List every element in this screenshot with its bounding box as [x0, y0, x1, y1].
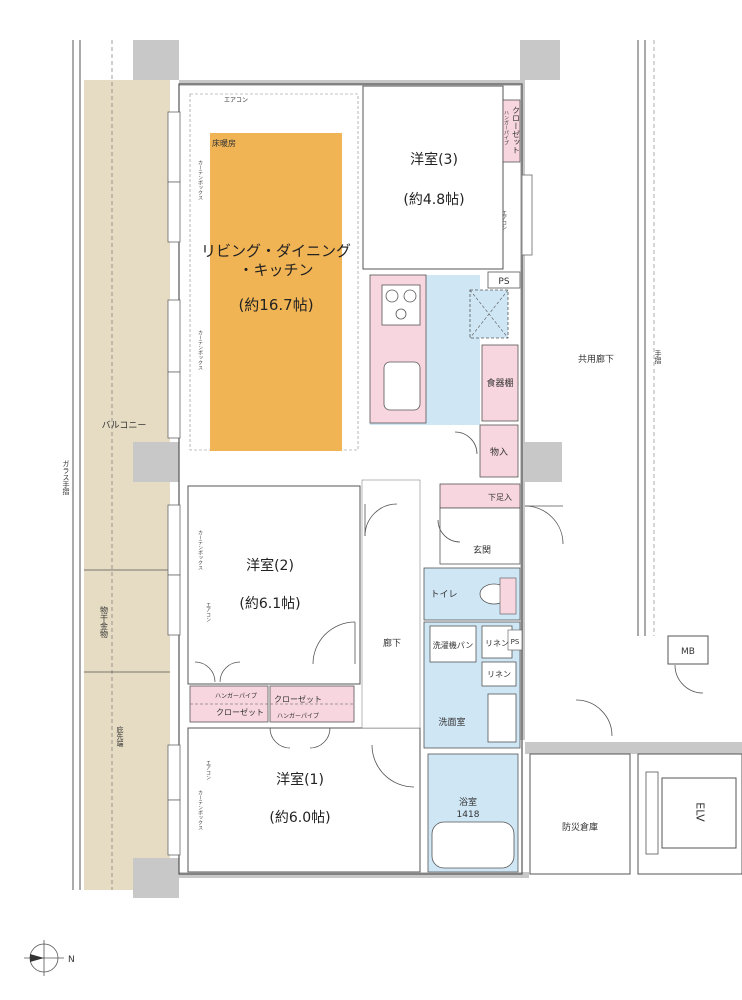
room-2 [187, 485, 361, 685]
ps2-label: PS [511, 638, 520, 646]
laundry-rack-label: 物干金物 [100, 605, 109, 639]
wall-bottom [179, 872, 529, 878]
curtain-box-3: カーテンボックス [197, 530, 203, 570]
mb-label: MB [681, 647, 695, 657]
pantry-cabinet [481, 344, 519, 422]
washer-pan-label: 洗濯機パン [433, 640, 473, 650]
ps-label: PS [498, 277, 509, 287]
column-mid-right [522, 442, 562, 482]
storage-label: 物入 [490, 446, 508, 458]
balcony-area [84, 80, 170, 890]
ps-box-2 [507, 629, 523, 651]
room-1-name: 洋室(1) [276, 771, 324, 788]
window-frames [167, 111, 181, 856]
hanger-r1-label: ハンガーパイプ [277, 712, 319, 720]
glass-handrail-label: ガラス手摺 [62, 460, 70, 496]
bath-size: 1418 [457, 810, 480, 820]
hanger-r2-label: ハンガーパイプ [215, 692, 257, 700]
room-3-name: 洋室(3) [410, 151, 458, 168]
entrance [439, 507, 521, 565]
sink [383, 361, 421, 411]
room-2-name: 洋室(2) [246, 557, 294, 574]
linen-1 [481, 625, 513, 659]
common-corridor-label: 共用廊下 [578, 353, 614, 365]
curtain-box-4: カーテンボックス [197, 790, 203, 830]
closet-r2-label: クローゼット [216, 707, 264, 717]
column-top-left [133, 40, 179, 80]
elevator-label: ELV [694, 802, 707, 822]
eaves-label: 庇先端 [116, 725, 124, 748]
ldk-floor-heating [210, 133, 342, 451]
linen-1-label: リネン [485, 639, 509, 648]
curtain-box-2: カーテンボックス [197, 330, 203, 370]
window-r3 [521, 174, 533, 256]
room-1 [187, 727, 421, 873]
room-3 [362, 85, 504, 270]
compass-icon [24, 940, 64, 976]
vanity [487, 693, 517, 743]
floor-heating-label: 床暖房 [212, 138, 236, 148]
bath-name: 浴室 [459, 796, 477, 808]
door-swings [194, 431, 704, 788]
shoe-storage [439, 483, 521, 509]
ldk-name-line1: リビング・ダイニング [201, 242, 351, 260]
column-bottom-left [133, 858, 179, 898]
wall-top [179, 80, 524, 86]
elevator-car [661, 777, 737, 849]
aircon-label: エアコン [224, 97, 248, 104]
ldk-name-line2: ・キッチン [238, 261, 313, 279]
entrance-label: 玄関 [473, 544, 491, 556]
disaster-storage-room [529, 753, 631, 875]
toilet-label: トイレ [430, 590, 457, 600]
linen-2 [481, 661, 517, 687]
column-top-mid [520, 40, 560, 80]
linen-2-label: リネン [487, 670, 511, 679]
hallway-label: 廊下 [383, 637, 401, 649]
washer-pan [429, 625, 477, 663]
north-label: N [68, 955, 75, 965]
pantry-label: 食器棚 [486, 377, 513, 389]
shoe-storage-label: 下足入 [488, 493, 512, 502]
ps-box [487, 271, 521, 289]
room-1-size: (約6.0帖) [269, 810, 330, 826]
washroom-label: 洗面室 [438, 716, 465, 728]
hanger-r3-label: ハンガーパイプ [503, 110, 509, 145]
closet-r3 [502, 99, 521, 163]
room-3-size: (約4.8帖) [403, 192, 464, 208]
aircon-side-1: エアコン [205, 602, 211, 622]
closet-r1-label: クローゼット [274, 694, 322, 704]
hallway [361, 479, 421, 729]
storage-closet [479, 424, 519, 478]
mb-box [667, 635, 709, 665]
aircon-side-3: エアコン [501, 210, 507, 230]
handrail-label: 手摺 [654, 349, 662, 365]
closet-r3-label: クローゼット [512, 106, 521, 154]
aircon-side-2: エアコン [205, 760, 211, 780]
wall-corridor-bottom [525, 742, 742, 754]
column-mid-left [133, 442, 179, 482]
ldk-size: (約16.7帖) [238, 296, 313, 314]
room-2-size: (約6.1帖) [239, 596, 300, 612]
disaster-storage-label: 防災倉庫 [562, 821, 598, 833]
bathtub [431, 821, 515, 869]
balcony-label: バルコニー [102, 420, 147, 431]
curtain-box-1: カーテンボックス [197, 160, 203, 200]
